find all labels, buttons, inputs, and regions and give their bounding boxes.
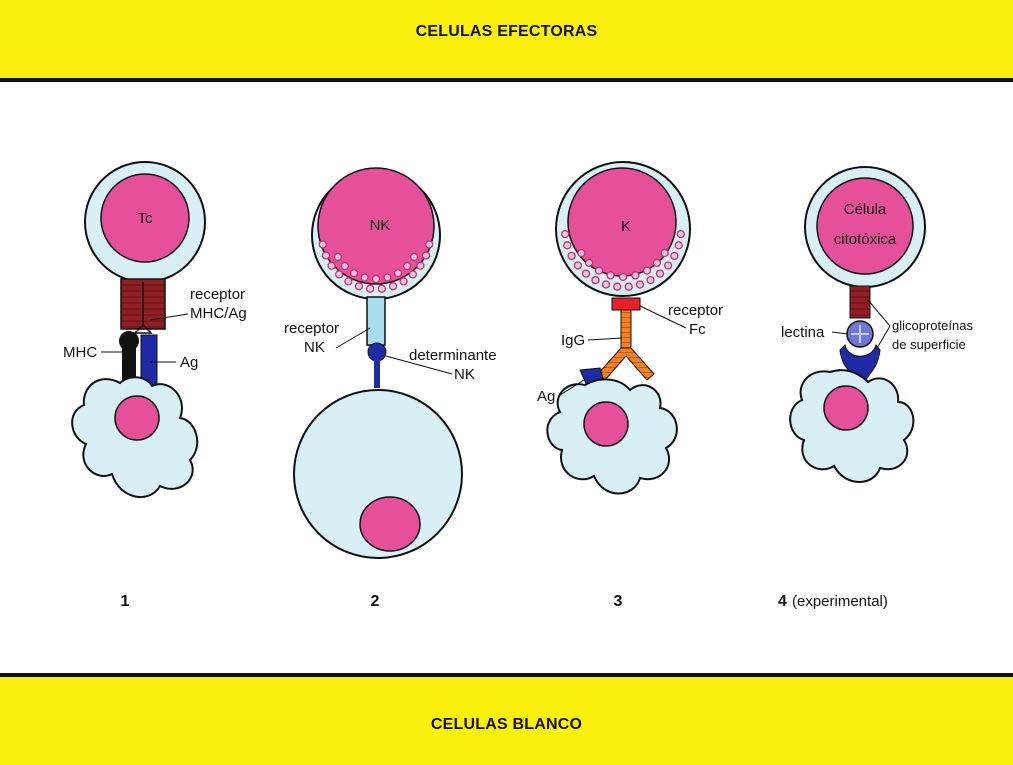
granule: [402, 261, 412, 271]
granule: [393, 268, 403, 278]
granule: [567, 251, 576, 261]
granule: [383, 273, 392, 282]
label-receptor-3a: receptor: [668, 302, 723, 319]
granule: [613, 282, 622, 291]
granule: [344, 277, 353, 286]
granule: [606, 271, 615, 280]
granule: [655, 269, 665, 278]
label-receptor-2b: NK: [304, 339, 325, 356]
granule: [354, 282, 364, 291]
label-receptor-1b: MHC/Ag: [190, 305, 247, 322]
label-ag-1: Ag: [180, 354, 198, 371]
granule: [416, 261, 425, 270]
granule: [366, 284, 375, 293]
footer-band: CELULAS BLANCO: [0, 673, 1013, 765]
label-ag-3: Ag: [537, 388, 555, 405]
granule: [624, 282, 633, 291]
granule: [409, 252, 419, 262]
nk-label: NK: [370, 217, 391, 234]
panel-2: NK receptor NK determinante NK 2: [284, 167, 497, 610]
panel-4: Célula citotóxica lectina glicoproteínas…: [778, 166, 973, 610]
granule: [581, 269, 591, 278]
k-granules: [561, 229, 685, 291]
granule: [399, 277, 408, 286]
granule: [377, 284, 386, 293]
granule: [334, 270, 344, 279]
granule: [561, 229, 570, 239]
granule: [631, 271, 640, 280]
panel-3: K receptor Fc IgG Ag 3: [537, 161, 723, 610]
granule: [601, 280, 611, 289]
cytotoxic-label-1: Célula: [844, 201, 887, 218]
label-igg: IgG: [561, 332, 585, 349]
header-title: CELULAS EFECTORAS: [415, 23, 598, 40]
label-receptor-1a: receptor: [190, 286, 245, 303]
granule: [333, 252, 343, 262]
panel-note-4: (experimental): [792, 593, 888, 610]
granule: [674, 241, 683, 250]
granule: [318, 240, 327, 249]
granule: [635, 280, 645, 289]
tc-label: Tc: [138, 210, 154, 227]
granule: [573, 261, 583, 270]
panel-number-2: 2: [371, 593, 380, 610]
tc-nucleus: [100, 173, 190, 263]
fc-receptor: [611, 297, 641, 311]
label-receptor-3b: Fc: [689, 321, 706, 338]
granule: [618, 272, 628, 282]
cytotoxic-nucleus: [816, 177, 914, 275]
label-mhc: MHC: [63, 344, 97, 361]
target-nucleus-4: [823, 385, 869, 431]
granule: [388, 282, 398, 291]
header-band: CELULAS EFECTORAS: [0, 0, 1013, 82]
label-determinant-a: determinante: [409, 347, 497, 364]
cytotoxic-label-2: citotóxica: [834, 231, 897, 248]
k-label: K: [621, 218, 631, 235]
label-glyco-2: de superficie: [892, 337, 966, 352]
surface-glycoprotein-effector: [849, 285, 871, 319]
footer-title: CELULAS BLANCO: [430, 716, 583, 733]
target-cell-2: [293, 389, 463, 559]
nk-determinant: [367, 342, 387, 362]
granule: [676, 229, 685, 239]
granule: [360, 273, 369, 282]
nk-granules: [318, 240, 434, 293]
granule: [584, 258, 594, 268]
granule: [670, 251, 679, 261]
panel-1: Tc receptor MHC/Ag MHC Ag 1: [63, 161, 247, 610]
granule: [663, 261, 673, 270]
panel-number-1: 1: [121, 593, 130, 610]
granule: [652, 258, 662, 268]
nk-receptor: [366, 296, 386, 346]
target-nucleus-2: [359, 496, 421, 552]
granule: [563, 241, 572, 250]
granule: [408, 270, 418, 279]
granule: [594, 266, 604, 275]
granule: [425, 240, 434, 249]
panel-number-3: 3: [614, 593, 623, 610]
granule: [340, 261, 350, 271]
nk-nucleus: [317, 167, 435, 285]
granule: [591, 275, 600, 285]
panel-number-4: 4: [778, 593, 787, 610]
ag-molecule: [140, 334, 158, 386]
target-nucleus-3: [583, 401, 629, 447]
granule: [349, 268, 359, 278]
granule: [421, 251, 431, 260]
label-receptor-2a: receptor: [284, 320, 339, 337]
label-glyco-1: glicoproteínas: [892, 318, 973, 333]
target-nucleus-1: [114, 395, 160, 441]
label-determinant-b: NK: [454, 366, 475, 383]
granule: [327, 261, 336, 270]
granule: [371, 274, 381, 284]
granule: [321, 251, 331, 260]
granule: [642, 266, 652, 275]
mhc-molecule: [122, 340, 136, 385]
igg-antibody: [597, 309, 655, 381]
granule: [660, 248, 669, 258]
granule: [577, 248, 586, 258]
granule: [646, 275, 655, 285]
label-lectin: lectina: [781, 324, 825, 341]
